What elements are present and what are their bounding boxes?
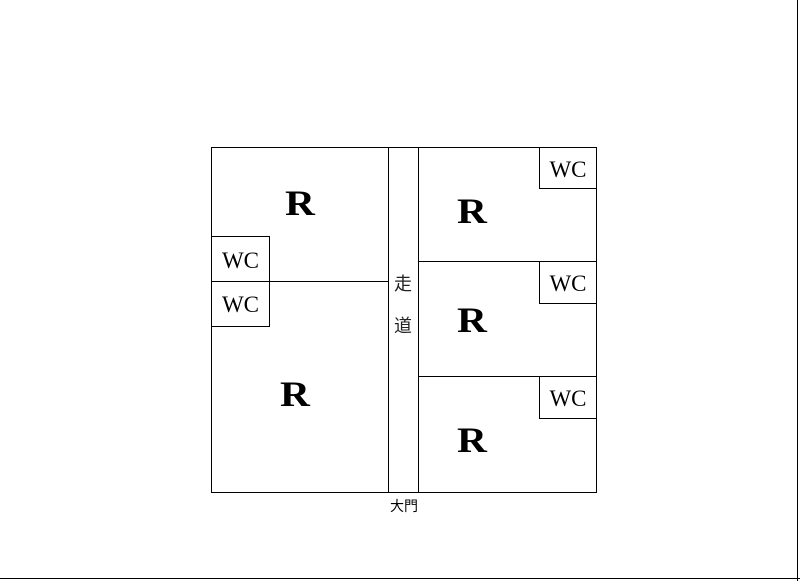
entrance-label: 大門 — [390, 499, 418, 515]
wc-right-3 — [539, 376, 597, 419]
right-room-divider-1 — [418, 261, 597, 262]
wc-left-lower — [211, 281, 270, 327]
room-label: R — [280, 374, 310, 414]
room-label: R — [457, 300, 487, 340]
room-label: R — [285, 183, 315, 223]
wc-label: WC — [221, 248, 260, 273]
right-room-divider-2 — [418, 376, 597, 377]
corridor-wall-right — [418, 147, 419, 493]
wc-label: WC — [549, 271, 587, 296]
wc-label: WC — [549, 157, 587, 182]
wc-label: WC — [549, 386, 587, 411]
corridor-label-2: 道 — [394, 316, 412, 337]
corridor-label-1: 走 — [394, 274, 412, 295]
page-border-bottom — [0, 578, 800, 579]
left-room-divider — [269, 281, 389, 282]
wc-right-1 — [539, 147, 597, 189]
room-label: R — [457, 191, 487, 231]
page-border-right — [797, 0, 798, 581]
wc-right-2 — [539, 261, 597, 304]
corridor-wall-left — [388, 147, 389, 493]
wc-label: WC — [221, 292, 260, 317]
room-label: R — [457, 420, 487, 460]
